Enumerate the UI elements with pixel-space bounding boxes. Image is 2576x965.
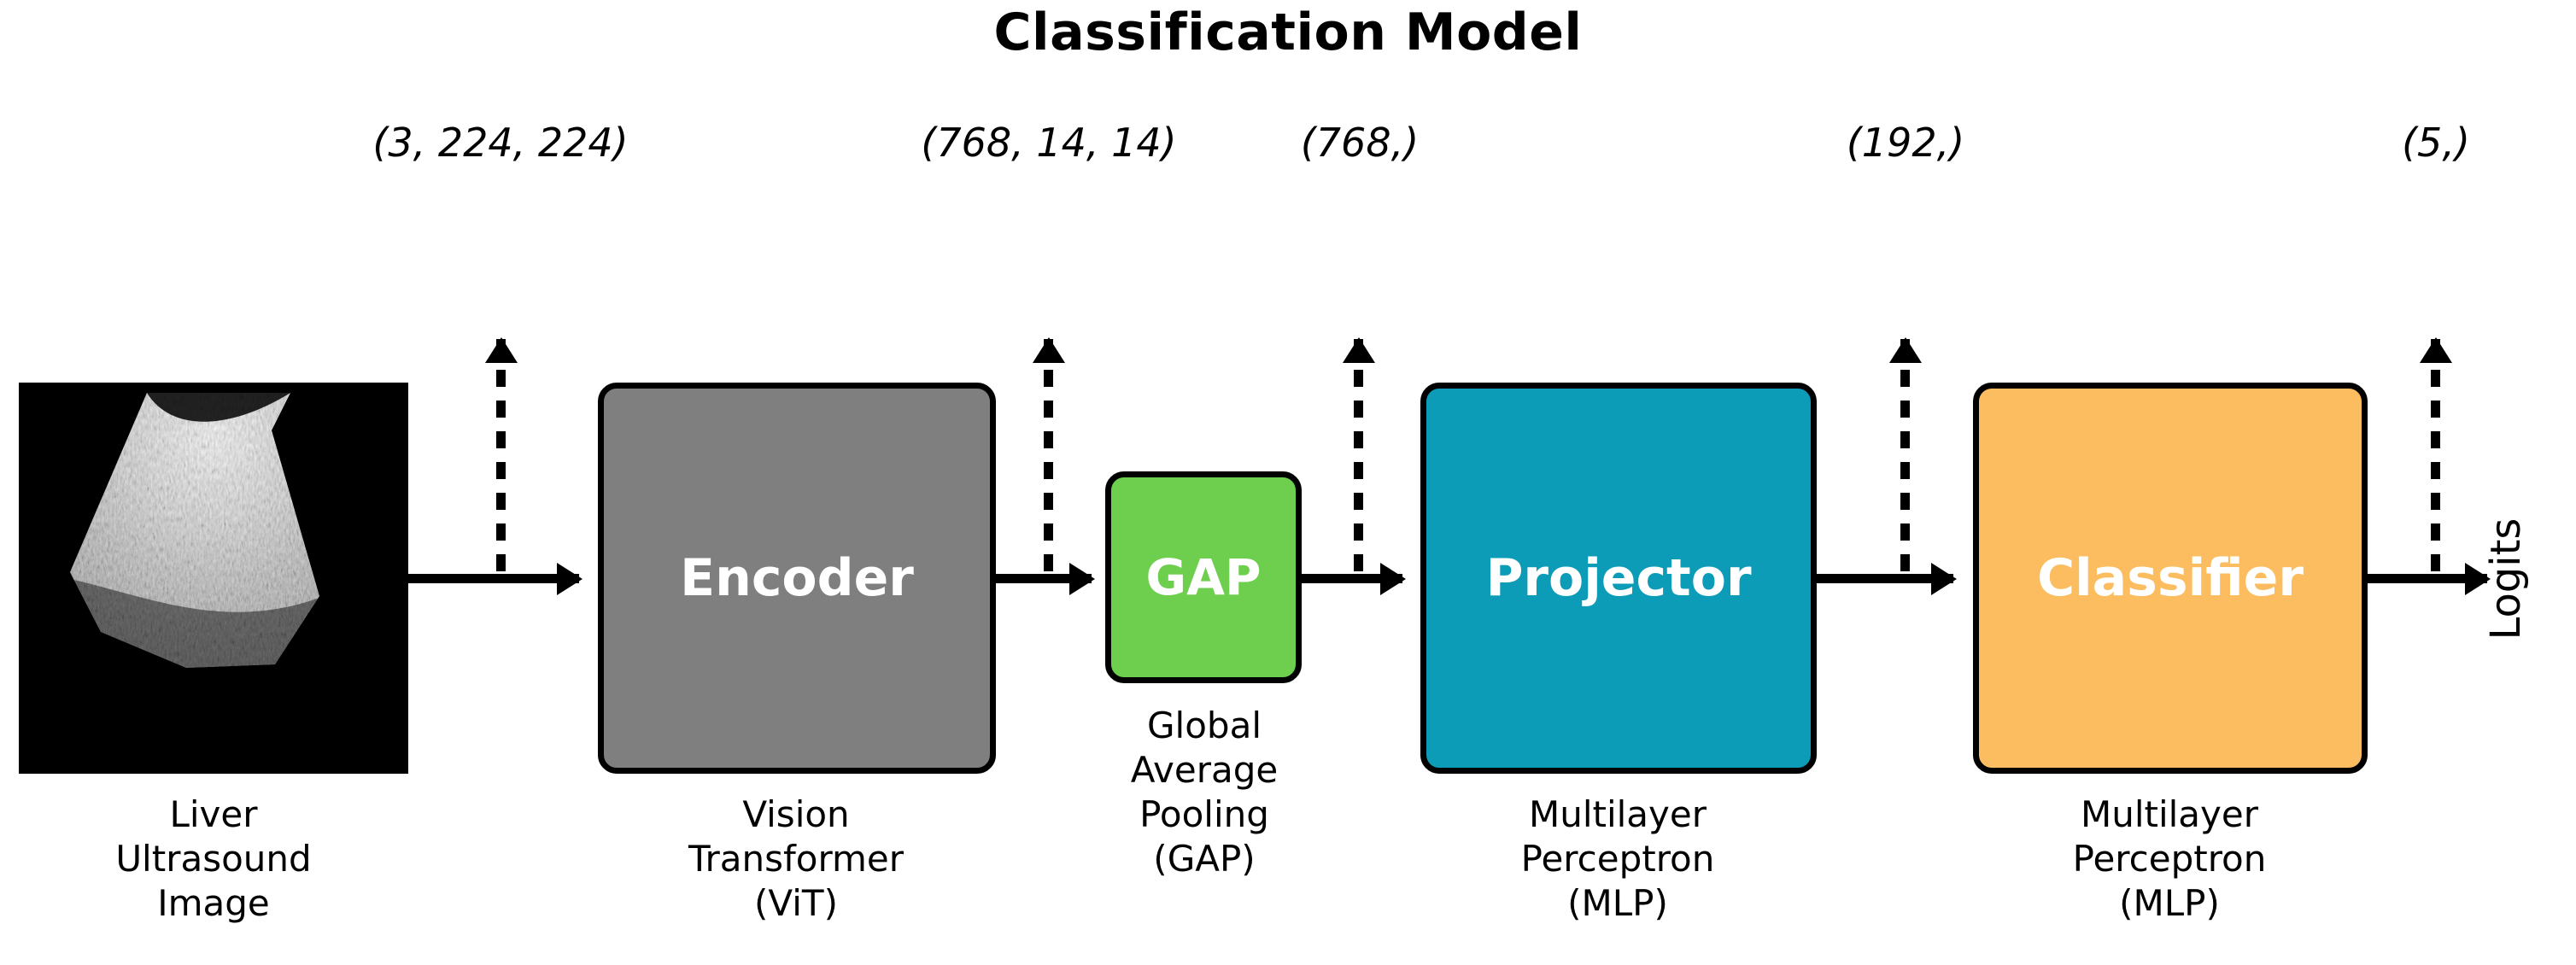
caption-input-image: Liver Ultrasound Image	[115, 793, 312, 924]
shape-label-encoder: (768, 14, 14)	[921, 120, 1177, 166]
block-encoder[interactable]: Encoder	[598, 383, 996, 774]
shape-callout-arrow-1	[484, 337, 518, 582]
shape-label-projector: (192,)	[1846, 120, 1965, 166]
arrow-head-up-icon	[1888, 337, 1922, 363]
shape-label-gap: (768,)	[1300, 120, 1420, 166]
liver-ultrasound-image	[19, 383, 408, 774]
block-projector-label: Projector	[1485, 548, 1752, 608]
ultrasound-graphic	[19, 383, 408, 774]
shape-callout-arrow-3	[1342, 337, 1375, 582]
dashed-stem	[2431, 339, 2440, 582]
dashed-stem	[496, 339, 506, 582]
block-projector[interactable]: Projector	[1420, 383, 1817, 774]
block-gap[interactable]: GAP	[1105, 471, 1302, 683]
shape-callout-arrow-2	[1032, 337, 1065, 582]
dashed-stem	[1044, 339, 1053, 582]
shape-label-classifier: (5,)	[2402, 120, 2470, 166]
caption-gap: Global Average Pooling (GAP)	[1130, 705, 1279, 880]
flow-arrow-classifier-to-logits	[2368, 574, 2487, 583]
block-encoder-label: Encoder	[680, 548, 914, 608]
block-classifier-label: Classifier	[2037, 548, 2304, 608]
flow-arrow-image-to-encoder	[408, 574, 579, 583]
flow-arrow-projector-to-classifier	[1817, 574, 1953, 583]
block-classifier[interactable]: Classifier	[1973, 383, 2368, 774]
flow-arrow-gap-to-projector	[1302, 574, 1402, 583]
caption-encoder: Vision Transformer (ViT)	[688, 793, 905, 924]
shape-label-input: (3, 224, 224)	[372, 120, 629, 166]
shape-callout-arrow-4	[1888, 337, 1922, 582]
arrow-head-up-icon	[484, 337, 518, 363]
block-gap-label: GAP	[1145, 548, 1262, 606]
arrow-head-up-icon	[2419, 337, 2452, 363]
caption-classifier: Multilayer Perceptron (MLP)	[2072, 793, 2267, 924]
dashed-stem	[1900, 339, 1910, 582]
arrow-head-up-icon	[1032, 337, 1065, 363]
output-logits-label: Logits	[2482, 518, 2530, 640]
shape-callout-arrow-5	[2419, 337, 2452, 582]
caption-projector: Multilayer Perceptron (MLP)	[1520, 793, 1715, 924]
page-title: Classification Model	[993, 3, 1583, 62]
dashed-stem	[1354, 339, 1363, 582]
arrow-head-up-icon	[1342, 337, 1375, 363]
